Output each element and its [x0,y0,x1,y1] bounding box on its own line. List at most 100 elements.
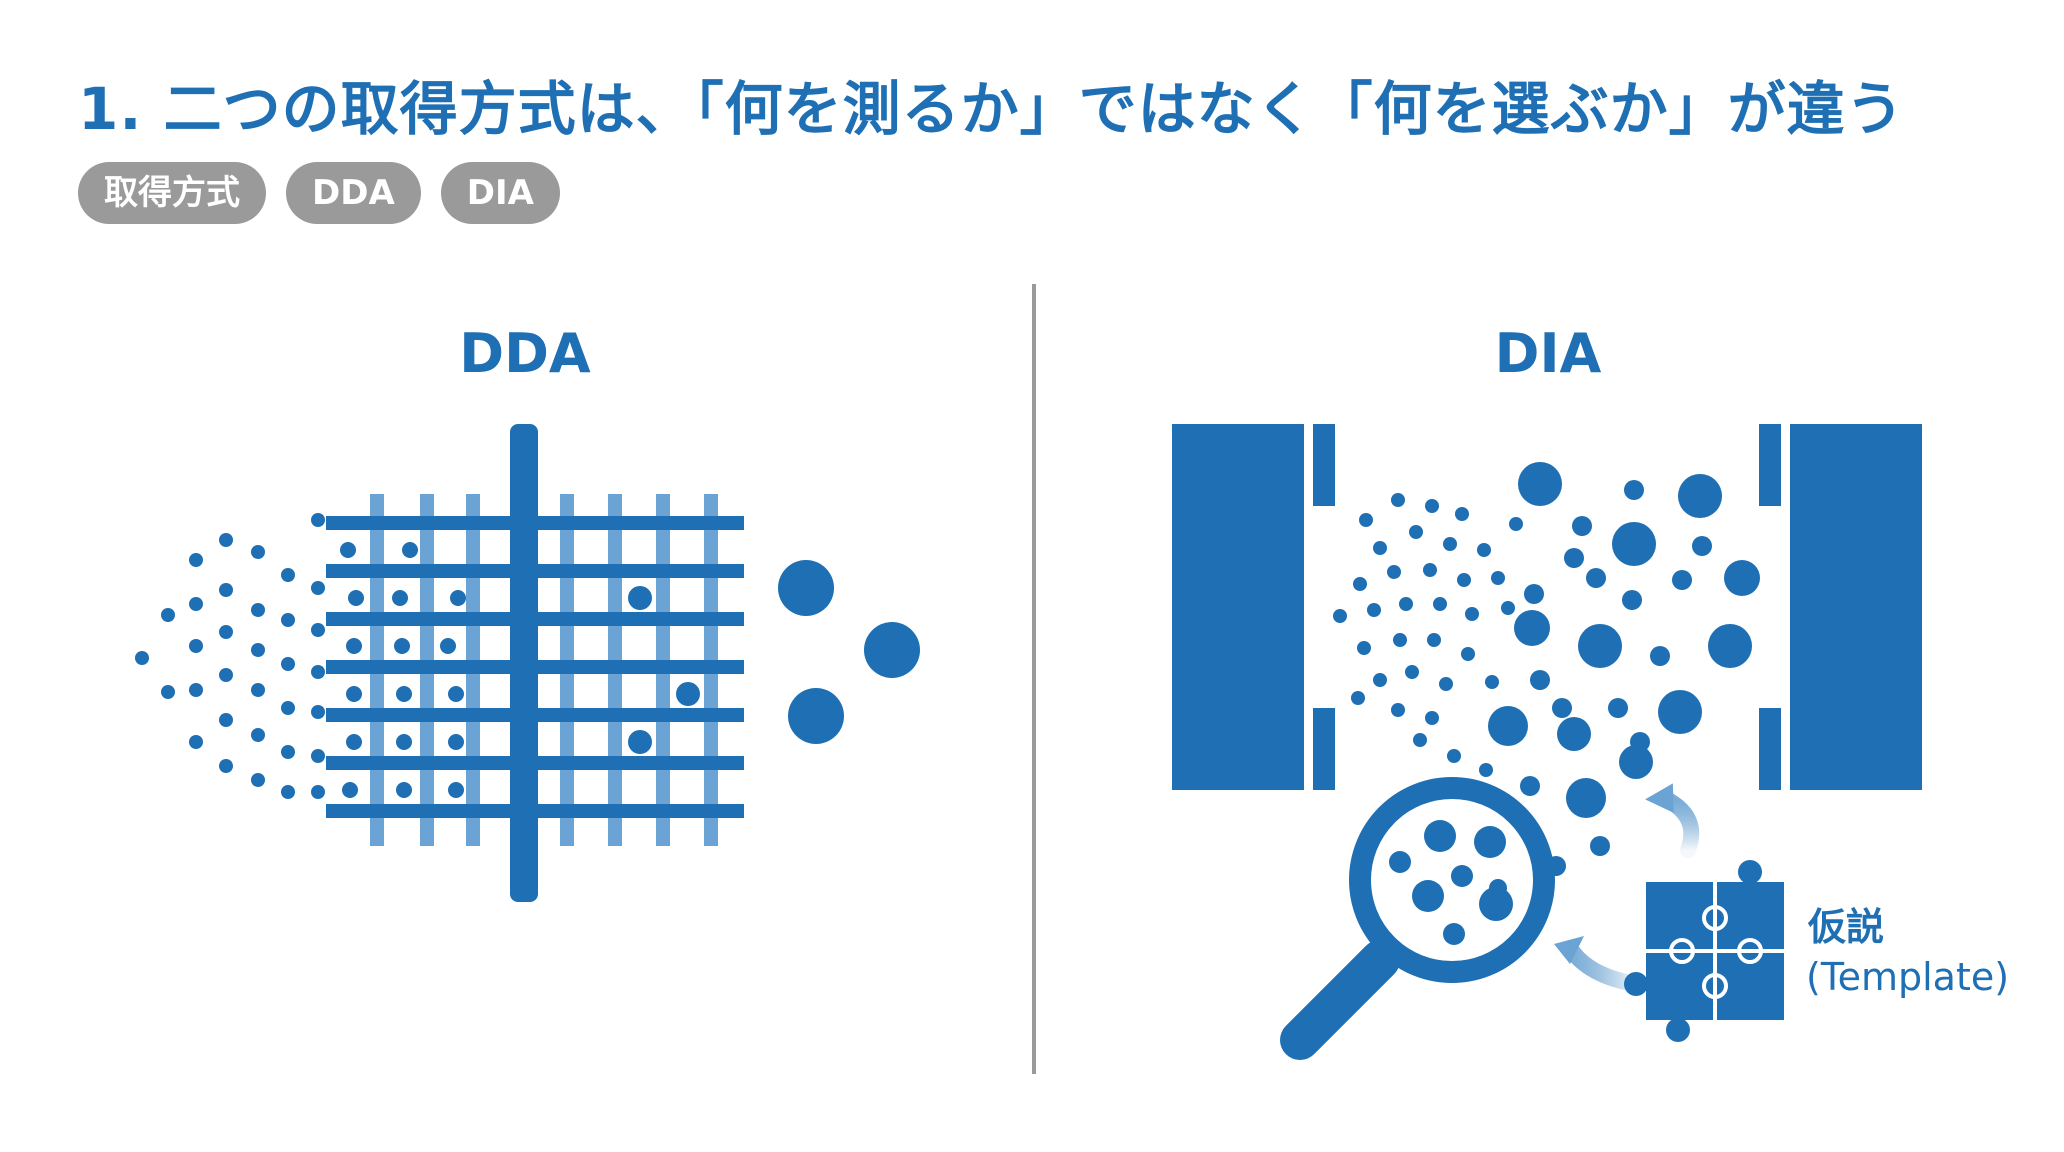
dia-particle [1405,665,1419,679]
dia-particle [1399,597,1413,611]
dda-particle [251,545,265,559]
dda-center-bar [510,424,538,902]
dda-particle [219,583,233,597]
dda-particle [189,597,203,611]
dda-particle [281,613,295,627]
dda-grid-particle [402,542,418,558]
dia-particle [1423,563,1437,577]
dda-particle [281,701,295,715]
dda-particle [161,608,175,622]
dia-particle [1425,711,1439,725]
dda-particle [189,639,203,653]
dda-grid-particle [392,590,408,606]
dia-particle [1590,836,1610,856]
dia-particle [1359,513,1373,527]
dia-particle [1367,603,1381,617]
dda-grid-particle [440,638,456,654]
dia-particle [1491,571,1505,585]
dia-particle [1619,745,1653,779]
dia-particle [1586,568,1606,588]
dda-particle [311,581,325,595]
dia-all-particles [1333,462,1760,876]
dia-particle [1520,776,1540,796]
dia-particle [1413,733,1427,747]
dia-particle [1501,601,1515,615]
dda-grid-particle [628,730,652,754]
tag-dia: DIA [440,162,560,224]
dda-particle [281,657,295,671]
dda-particle [219,533,233,547]
dia-particle [1724,560,1760,596]
dda-grid-particle [346,686,362,702]
dda-particle [251,773,265,787]
dia-particle [1357,641,1371,655]
dda-grid-particle [346,734,362,750]
dda-particle [219,625,233,639]
dda-grid-particle [396,782,412,798]
mass-window-icon [1172,424,1922,790]
dda-label: DDA [459,322,591,385]
page-title: 1. 二つの取得方式は、「何を測るか」ではなく「何を選ぶか」が違う [78,75,1905,143]
dia-particle [1488,706,1528,746]
dia-particle [1514,610,1550,646]
dia-label: DIA [1495,322,1602,385]
puzzle-icon [1624,860,1784,1042]
dda-grid-particle [450,590,466,606]
dia-particle [1524,584,1544,604]
dia-particle [1461,647,1475,661]
dia-particle [1479,763,1493,777]
dia-particle [1624,480,1644,500]
tag-row: 取得方式 DDA DIA [78,162,560,224]
dda-grid-particle [676,682,700,706]
dda-particle [251,603,265,617]
dia-particle [1552,698,1572,718]
dda-particle [311,785,325,799]
dda-grid-particle [340,542,356,558]
dda-particle [135,651,149,665]
dda-grid-particle [348,590,364,606]
tag-acquisition-method: 取得方式 [78,162,266,224]
hypothesis-sub-label: (Template) [1806,955,2009,999]
dia-particle [1557,717,1591,751]
dia-particle [1518,462,1562,506]
dia-particle [1457,573,1471,587]
dda-grid-particle [448,686,464,702]
dda-particle [311,513,325,527]
dda-particle [219,713,233,727]
dda-particle [281,785,295,799]
dia-particle [1455,507,1469,521]
dia-particle [1658,690,1702,734]
dia-particle [1427,633,1441,647]
dia-particle [1509,517,1523,531]
dia-particle [1333,609,1347,623]
dia-particle [1530,670,1550,690]
dda-grid-particle [342,782,358,798]
dia-particle [1650,646,1670,666]
dia-particle [1566,778,1606,818]
dia-particle [1622,590,1642,610]
hypothesis-label: 仮説 [1807,905,1884,949]
dda-selected-ions [778,560,920,744]
dia-particle [1439,677,1453,691]
dia-particle [1485,675,1499,689]
dia-particle [1373,541,1387,555]
dia-particle [1708,624,1752,668]
dia-particle [1409,525,1423,539]
dda-particle [281,568,295,582]
dia-particle [1443,537,1457,551]
dda-particle [311,749,325,763]
dia-particle [1351,691,1365,705]
dda-particle [281,745,295,759]
dda-particle [189,683,203,697]
dia-particle [1391,493,1405,507]
dia-particle [1692,536,1712,556]
dia-particle [1678,474,1722,518]
dia-particle [1353,577,1367,591]
dia-particle [1465,607,1479,621]
dia-particle [1672,570,1692,590]
dda-particle [251,728,265,742]
dia-particle [1447,749,1461,763]
dda-grid-particle [628,586,652,610]
dia-particle [1578,624,1622,668]
